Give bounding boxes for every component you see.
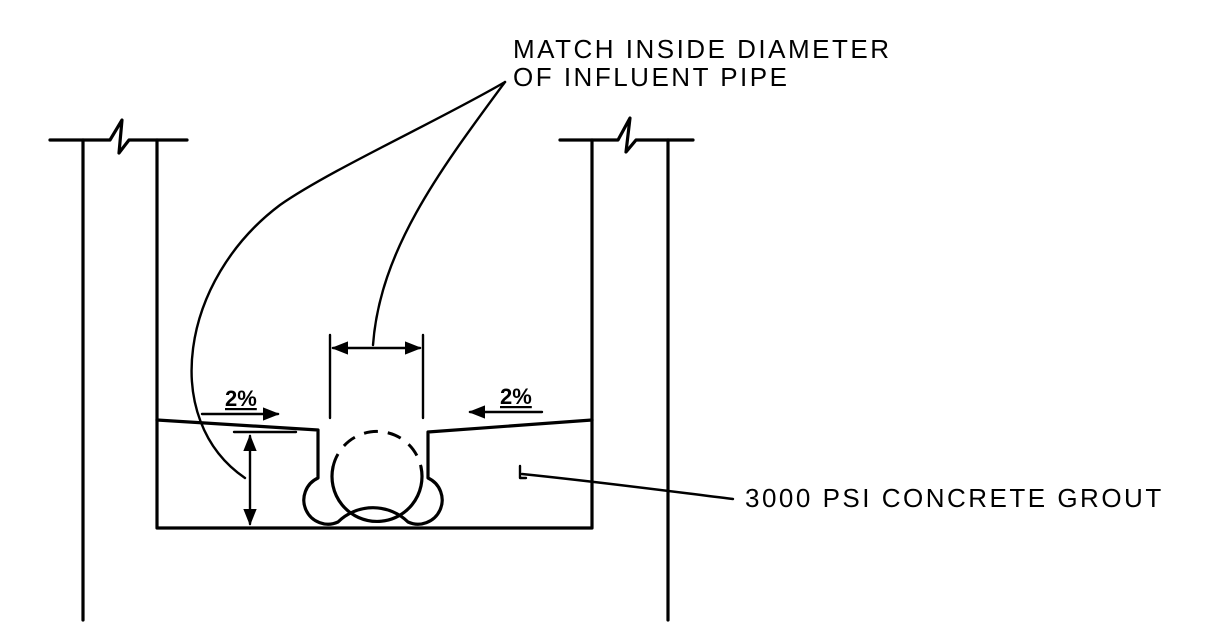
influent-pipe-circle: [330, 429, 424, 523]
manhole-wall-right: [558, 116, 695, 622]
slope-label-right: 2%: [500, 384, 532, 409]
manhole-wall-left: [48, 118, 189, 622]
bench-outline: [155, 418, 594, 530]
diameter-note-line1: MATCH INSIDE DIAMETER: [513, 34, 891, 64]
grout-label: 3000 PSI CONCRETE GROUT: [745, 483, 1164, 513]
diameter-dimension: [328, 333, 425, 420]
slope-label-left: 2%: [225, 386, 257, 411]
diameter-note-line2: OF INFLUENT PIPE: [513, 62, 789, 92]
leader-lines: [190, 80, 735, 501]
bench-depth-dimension: [232, 430, 298, 526]
